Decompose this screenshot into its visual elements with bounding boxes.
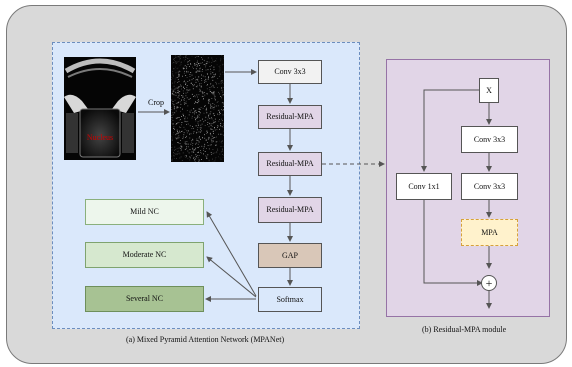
conv3x3-box: Conv 3x3 [258,60,322,84]
input-x-box: X [479,78,499,103]
residual-mpa-caption: (b) Residual-MPA module [422,325,507,334]
softmax-box: Softmax [258,287,322,312]
residual-mpa-box-1: Residual-MPA [258,105,322,129]
cropped-image [171,55,224,162]
gap-box: GAP [258,243,322,268]
mild-nc-box: Mild NC [85,199,204,225]
nucleus-label: Nucleus [86,133,114,142]
module-conv3x3-box-2: Conv 3x3 [461,173,518,200]
mpanet-caption: (a) Mixed Pyramid Attention Network (MPA… [126,335,285,344]
as-oct-image: Nucleus [64,57,136,160]
crop-label: Crop [148,98,164,107]
moderate-nc-box: Moderate NC [85,242,204,268]
residual-mpa-box-2: Residual-MPA [258,152,322,176]
module-conv1x1-box: Conv 1x1 [396,173,452,200]
module-conv3x3-box-1: Conv 3x3 [461,126,518,153]
several-nc-box: Several NC [85,286,204,312]
mpa-box: MPA [461,219,518,246]
sum-node: + [481,275,497,291]
residual-mpa-box-3: Residual-MPA [258,197,322,223]
